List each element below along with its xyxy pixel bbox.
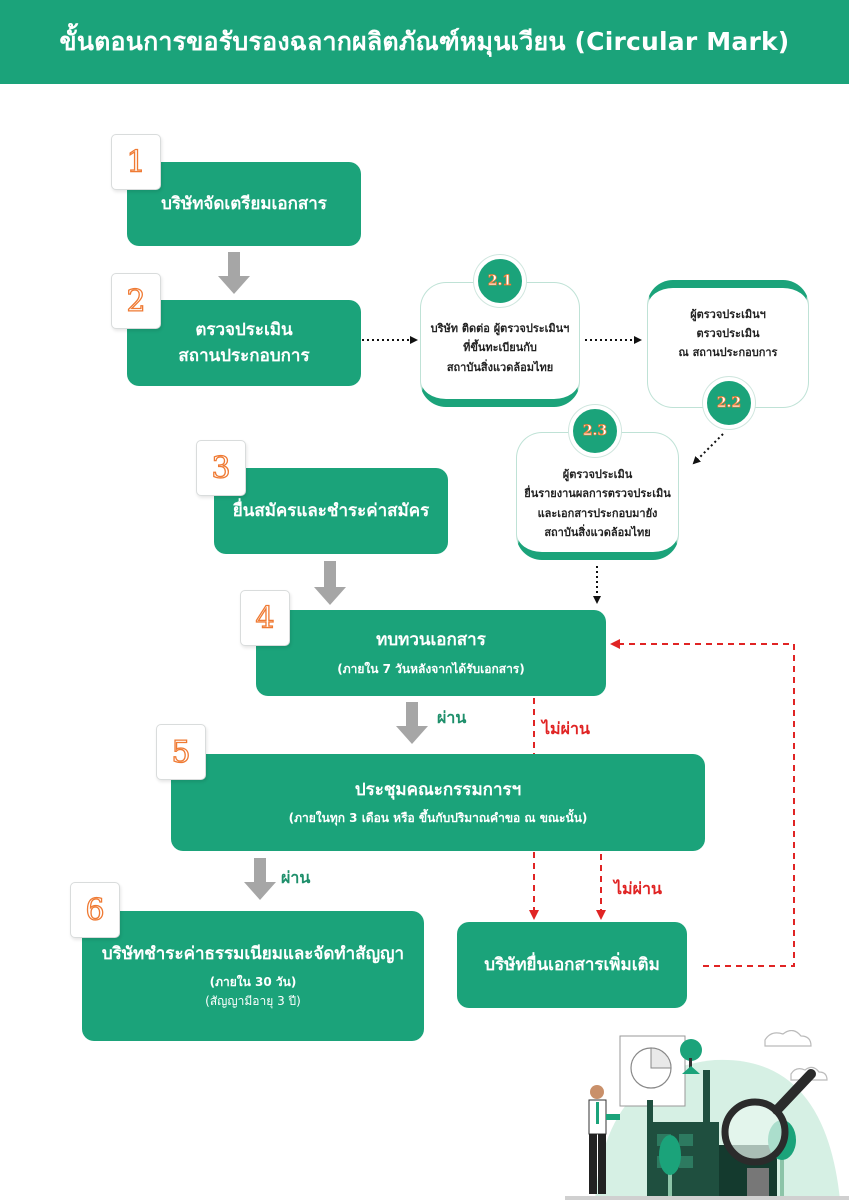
step-3-box: ยื่นสมัครและชำระค่าสมัคร (214, 468, 448, 554)
arrow-1-to-2 (218, 252, 250, 294)
step-5-title: ประชุมคณะกรรมการฯ (354, 779, 522, 800)
substep-2.2-line1: ผู้ตรวจประเมินฯ (690, 307, 766, 321)
step-2-line2: สถานประกอบการ (178, 346, 310, 366)
step-4-subtitle: (ภายใน 7 วันหลังจากได้รับเอกสาร) (337, 661, 525, 676)
dotted-arrow-2.2-to-2.3 (692, 433, 724, 465)
resubmit-loop-path (610, 639, 795, 967)
step-3-number: 3 (196, 440, 246, 496)
fail-label-5: ไม่ผ่าน (614, 879, 662, 898)
recycling-factory-illustration (565, 1030, 849, 1200)
substep-2.3-line1: ผู้ตรวจประเมิน (562, 468, 633, 481)
arrow-3-to-4 (314, 561, 346, 605)
step-6-number: 6 (70, 882, 120, 938)
pass-label-5: ผ่าน (281, 868, 311, 887)
substep-2.3-line2: ยื่นรายงานผลการตรวจประเมิน (524, 487, 671, 501)
step-1-title: บริษัทจัดเตรียมเอกสาร (161, 193, 327, 214)
substep-2.1-line3: สถาบันสิ่งแวดล้อมไทย (446, 360, 554, 374)
step-6-subtitle: (ภายใน 30 วัน) (209, 974, 297, 989)
step-5-subtitle: (ภายในทุก 3 เดือน หรือ ขึ้นกับปริมาณคำขอ… (288, 811, 588, 826)
substep-2.3-number: 2.3 (569, 405, 621, 457)
extra-docs-box: บริษัทยื่นเอกสารเพิ่มเติม (457, 922, 687, 1008)
substep-2.1-line2: ที่ขึ้นทะเบียนกับ (463, 341, 537, 355)
step-6-box: บริษัทชำระค่าธรรมเนียมและจัดทำสัญญา (ภาย… (82, 911, 424, 1041)
substep-2.3-line3: และเอกสารประกอบมายัง (537, 506, 658, 520)
step-1-box: บริษัทจัดเตรียมเอกสาร (127, 162, 361, 246)
arrow-5-to-6 (244, 858, 276, 900)
step-4-title: ทบทวนเอกสาร (376, 630, 486, 651)
substep-2.3-line4: สถาบันสิ่งแวดล้อมไทย (544, 525, 651, 539)
arrow-4-to-5 (396, 702, 428, 744)
header-bar: ขั้นตอนการขอรับรองฉลากผลิตภัณฑ์หมุนเวียน… (0, 0, 849, 84)
step-6-title: บริษัทชำระค่าธรรมเนียมและจัดทำสัญญา (101, 943, 405, 964)
substep-2.1-number: 2.1 (474, 255, 526, 307)
step-2-box: ตรวจประเมิน สถานประกอบการ (127, 300, 361, 386)
substep-2.2-line2: ตรวจประเมิน (696, 326, 760, 340)
step-4-box: ทบทวนเอกสาร (ภายใน 7 วันหลังจากได้รับเอก… (256, 610, 606, 696)
step-6-subtitle-2: (สัญญามีอายุ 3 ปี) (205, 994, 301, 1009)
fail-label-4: ไม่ผ่าน (542, 719, 590, 738)
pass-label-4: ผ่าน (437, 708, 467, 727)
step-5-number: 5 (156, 724, 206, 780)
step-3-title: ยื่นสมัครและชำระค่าสมัคร (232, 500, 430, 521)
step-2-number: 2 (111, 273, 161, 329)
step-2-line1: ตรวจประเมิน (195, 319, 293, 340)
substep-2.1-line1: บริษัท ติดต่อ ผู้ตรวจประเมินฯ (430, 322, 570, 336)
extra-docs-title: บริษัทยื่นเอกสารเพิ่มเติม (484, 954, 660, 975)
step-5-box: ประชุมคณะกรรมการฯ (ภายในทุก 3 เดือน หรือ… (171, 754, 705, 851)
step-1-number: 1 (111, 134, 161, 190)
step-4-number: 4 (240, 590, 290, 646)
substep-2.2-line3: ณ สถานประกอบการ (678, 346, 778, 360)
substep-2.2-number: 2.2 (703, 377, 755, 429)
page-title: ขั้นตอนการขอรับรองฉลากผลิตภัณฑ์หมุนเวียน… (59, 27, 790, 56)
